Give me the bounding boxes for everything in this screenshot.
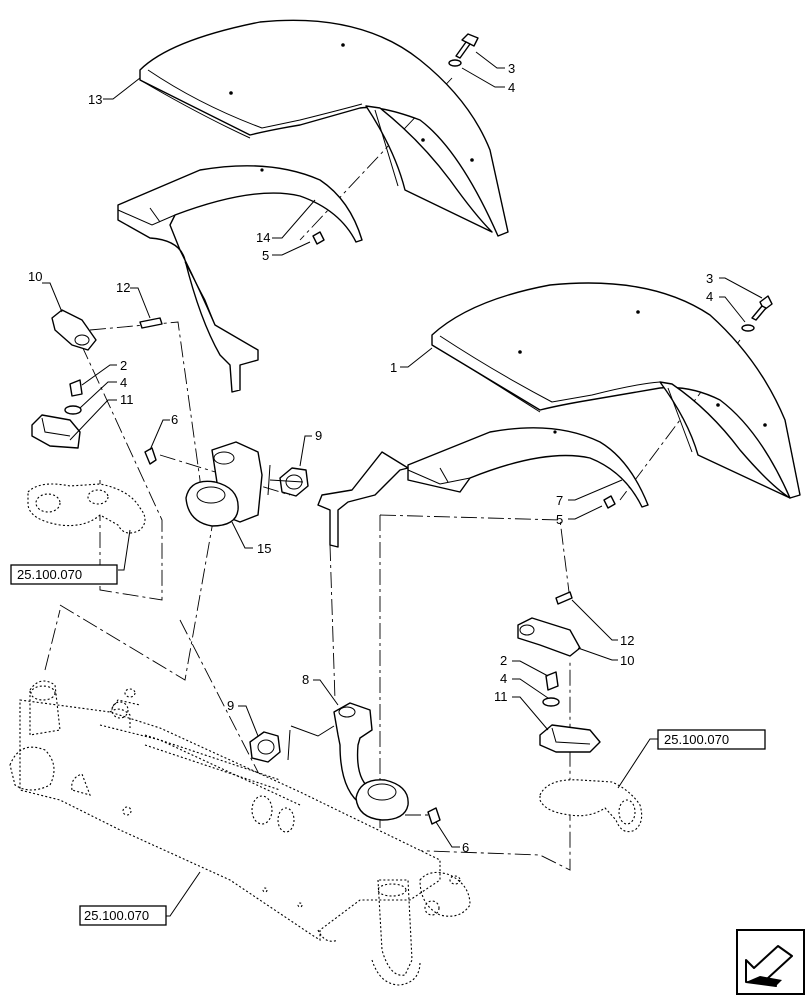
lever-group-right bbox=[517, 591, 643, 833]
callout-6-right: 6 bbox=[462, 840, 469, 855]
callout-2-left: 2 bbox=[120, 358, 127, 373]
reference-label-left: 25.100.070 bbox=[17, 567, 82, 582]
callout-12-right: 12 bbox=[620, 633, 634, 648]
callout-10-left: 10 bbox=[28, 269, 42, 284]
callout-6-left: 6 bbox=[171, 412, 178, 427]
callout-14: 14 bbox=[256, 230, 270, 245]
callout-4-lower-right: 4 bbox=[500, 671, 507, 686]
callout-11-right: 11 bbox=[494, 689, 508, 704]
grease-fitting-9-lower bbox=[249, 731, 441, 825]
return-arrow-icon[interactable] bbox=[736, 929, 805, 995]
callout-4-left: 4 bbox=[120, 375, 127, 390]
fender-1 bbox=[431, 282, 801, 499]
lever-group-left bbox=[27, 309, 163, 534]
hardware-top bbox=[312, 33, 773, 509]
callout-labels: 13 3 4 14 5 10 12 2 4 11 6 9 15 3 4 1 7 … bbox=[28, 61, 713, 855]
bracket-15 bbox=[185, 441, 271, 527]
callout-10-right: 10 bbox=[620, 653, 634, 668]
grease-fitting-9-upper bbox=[279, 467, 309, 497]
callout-7: 7 bbox=[556, 493, 563, 508]
axle-ghost bbox=[9, 680, 471, 986]
callout-13: 13 bbox=[88, 92, 102, 107]
fender-13 bbox=[139, 19, 509, 237]
bracket-14 bbox=[117, 165, 363, 393]
bracket-7 bbox=[317, 427, 649, 548]
callout-11-left: 11 bbox=[120, 392, 134, 407]
callout-4-top: 4 bbox=[508, 80, 515, 95]
callout-15: 15 bbox=[257, 541, 271, 556]
leader-lines bbox=[42, 51, 763, 917]
callout-3-top: 3 bbox=[508, 61, 515, 76]
callout-5-right: 5 bbox=[556, 512, 563, 527]
reference-label-bottom: 25.100.070 bbox=[84, 908, 149, 923]
callout-1: 1 bbox=[390, 360, 397, 375]
callout-12-left: 12 bbox=[116, 280, 130, 295]
reference-box-right[interactable]: 25.100.070 bbox=[657, 729, 766, 750]
bracket-8 bbox=[287, 702, 409, 821]
callout-3-right: 3 bbox=[706, 271, 713, 286]
reference-box-left[interactable]: 25.100.070 bbox=[10, 564, 118, 585]
callout-9-lower: 9 bbox=[227, 698, 234, 713]
callout-5-top: 5 bbox=[262, 248, 269, 263]
callout-9-upper: 9 bbox=[315, 428, 322, 443]
callout-8: 8 bbox=[302, 672, 309, 687]
reference-box-bottom[interactable]: 25.100.070 bbox=[79, 905, 167, 926]
reference-label-right: 25.100.070 bbox=[664, 732, 729, 747]
callout-4-right: 4 bbox=[706, 289, 713, 304]
callout-2-right: 2 bbox=[500, 653, 507, 668]
